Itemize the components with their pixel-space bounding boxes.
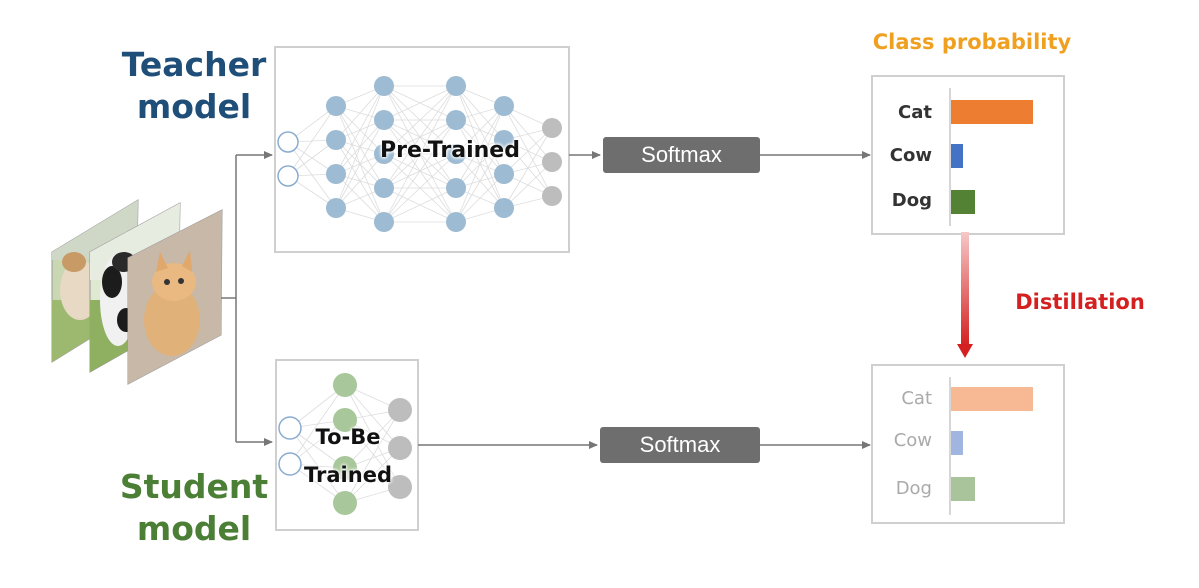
- student-edge: [344, 409, 401, 504]
- teacher-edge: [455, 105, 505, 155]
- teacher-network-nodes: [277, 76, 562, 232]
- student-bar-dog: [951, 477, 975, 501]
- teacher-edge: [383, 85, 457, 223]
- student-edge: [344, 447, 401, 504]
- teacher-edge: [335, 119, 385, 209]
- teacher-hidden-node: [446, 76, 466, 96]
- teacher-hidden-node: [326, 96, 346, 116]
- teacher-output-node: [542, 152, 562, 172]
- student-edge: [344, 384, 401, 449]
- teacher-hidden-node: [374, 212, 394, 232]
- teacher-hidden-node: [446, 178, 466, 198]
- teacher-label-cat: Cat: [898, 102, 932, 123]
- student-output-node: [388, 398, 412, 422]
- teacher-edge: [503, 127, 553, 209]
- distillation-label: Distillation: [1015, 290, 1145, 314]
- teacher-edge: [335, 85, 385, 209]
- teacher-hidden-node: [494, 130, 514, 150]
- teacher-bar-dog: [951, 190, 975, 214]
- teacher-edge: [503, 127, 553, 175]
- teacher-edge: [455, 105, 505, 189]
- teacher-hidden-node: [326, 130, 346, 150]
- teacher-edge: [383, 153, 457, 223]
- teacher-edge: [335, 85, 385, 175]
- student-hidden-node: [333, 456, 357, 480]
- student-label-dog: Dog: [895, 478, 932, 499]
- student-title-line1: Student: [119, 467, 269, 506]
- distillation-arrow: [957, 232, 973, 358]
- student-bar-cat: [951, 387, 1033, 411]
- teacher-edge: [383, 187, 457, 223]
- teacher-hidden-node: [326, 198, 346, 218]
- teacher-edge: [383, 85, 457, 155]
- teacher-edge: [383, 85, 457, 121]
- student-hidden-node: [333, 491, 357, 515]
- class-probability-title: Class probability: [872, 30, 1072, 54]
- student-edge: [344, 384, 401, 488]
- teacher-title-line2: model: [136, 87, 252, 126]
- teacher-hidden-node: [446, 110, 466, 130]
- teacher-hidden-node: [374, 178, 394, 198]
- student-edge: [289, 384, 346, 465]
- student-edge: [289, 427, 346, 504]
- teacher-title-line1: Teacher: [121, 45, 267, 84]
- teacher-label-dog: Dog: [891, 190, 932, 211]
- teacher-edge: [287, 105, 337, 177]
- teacher-hidden-node: [494, 96, 514, 116]
- student-edge: [344, 419, 401, 488]
- student-input-node: [278, 452, 302, 476]
- probability-bars: [951, 100, 1033, 501]
- teacher-edge: [383, 119, 457, 223]
- teacher-edge: [455, 105, 505, 223]
- teacher-hidden-node: [446, 144, 466, 164]
- pretrained-label: Pre-Trained: [380, 138, 520, 163]
- student-model-title: Student model: [108, 466, 280, 550]
- to-be-trained-line2: Trained: [304, 463, 392, 487]
- teacher-input-node: [277, 131, 299, 153]
- student-hidden-node: [333, 408, 357, 432]
- teacher-hidden-node: [374, 110, 394, 130]
- teacher-bar-cat: [951, 100, 1033, 124]
- input-connectors: [221, 151, 273, 446]
- student-edge: [344, 409, 401, 469]
- teacher-output-node: [542, 186, 562, 206]
- student-hidden-node: [333, 373, 357, 397]
- teacher-edge: [335, 153, 385, 209]
- teacher-edge: [503, 161, 553, 209]
- student-network-nodes: [278, 373, 412, 515]
- teacher-hidden-node: [374, 144, 394, 164]
- teacher-hidden-node: [494, 198, 514, 218]
- teacher-input-node: [277, 165, 299, 187]
- student-label-cow: Cow: [893, 430, 932, 451]
- teacher-output-node: [542, 118, 562, 138]
- teacher-bar-cow: [951, 144, 963, 168]
- teacher-model-title: Teacher model: [108, 44, 280, 128]
- teacher-label-cow: Cow: [889, 145, 932, 166]
- teacher-hidden-node: [326, 164, 346, 184]
- input-images: [51, 199, 223, 385]
- teacher-edge: [335, 85, 385, 141]
- student-output-node: [388, 475, 412, 499]
- teacher-edge: [455, 173, 505, 223]
- student-input-node: [278, 416, 302, 440]
- teacher-hidden-node: [374, 76, 394, 96]
- teacher-hidden-node: [494, 164, 514, 184]
- teacher-edge: [455, 139, 505, 223]
- student-bar-cow: [951, 431, 963, 455]
- to-be-trained-line1: To-Be: [315, 425, 381, 449]
- student-output-node: [388, 436, 412, 460]
- teacher-hidden-node: [446, 212, 466, 232]
- to-be-trained-label: To-Be Trained: [288, 418, 408, 494]
- teacher-softmax-box: Softmax: [603, 137, 760, 173]
- teacher-edge: [383, 85, 457, 189]
- student-title-line2: model: [136, 509, 252, 548]
- student-softmax-box: Softmax: [600, 427, 760, 463]
- student-label-cat: Cat: [901, 388, 932, 409]
